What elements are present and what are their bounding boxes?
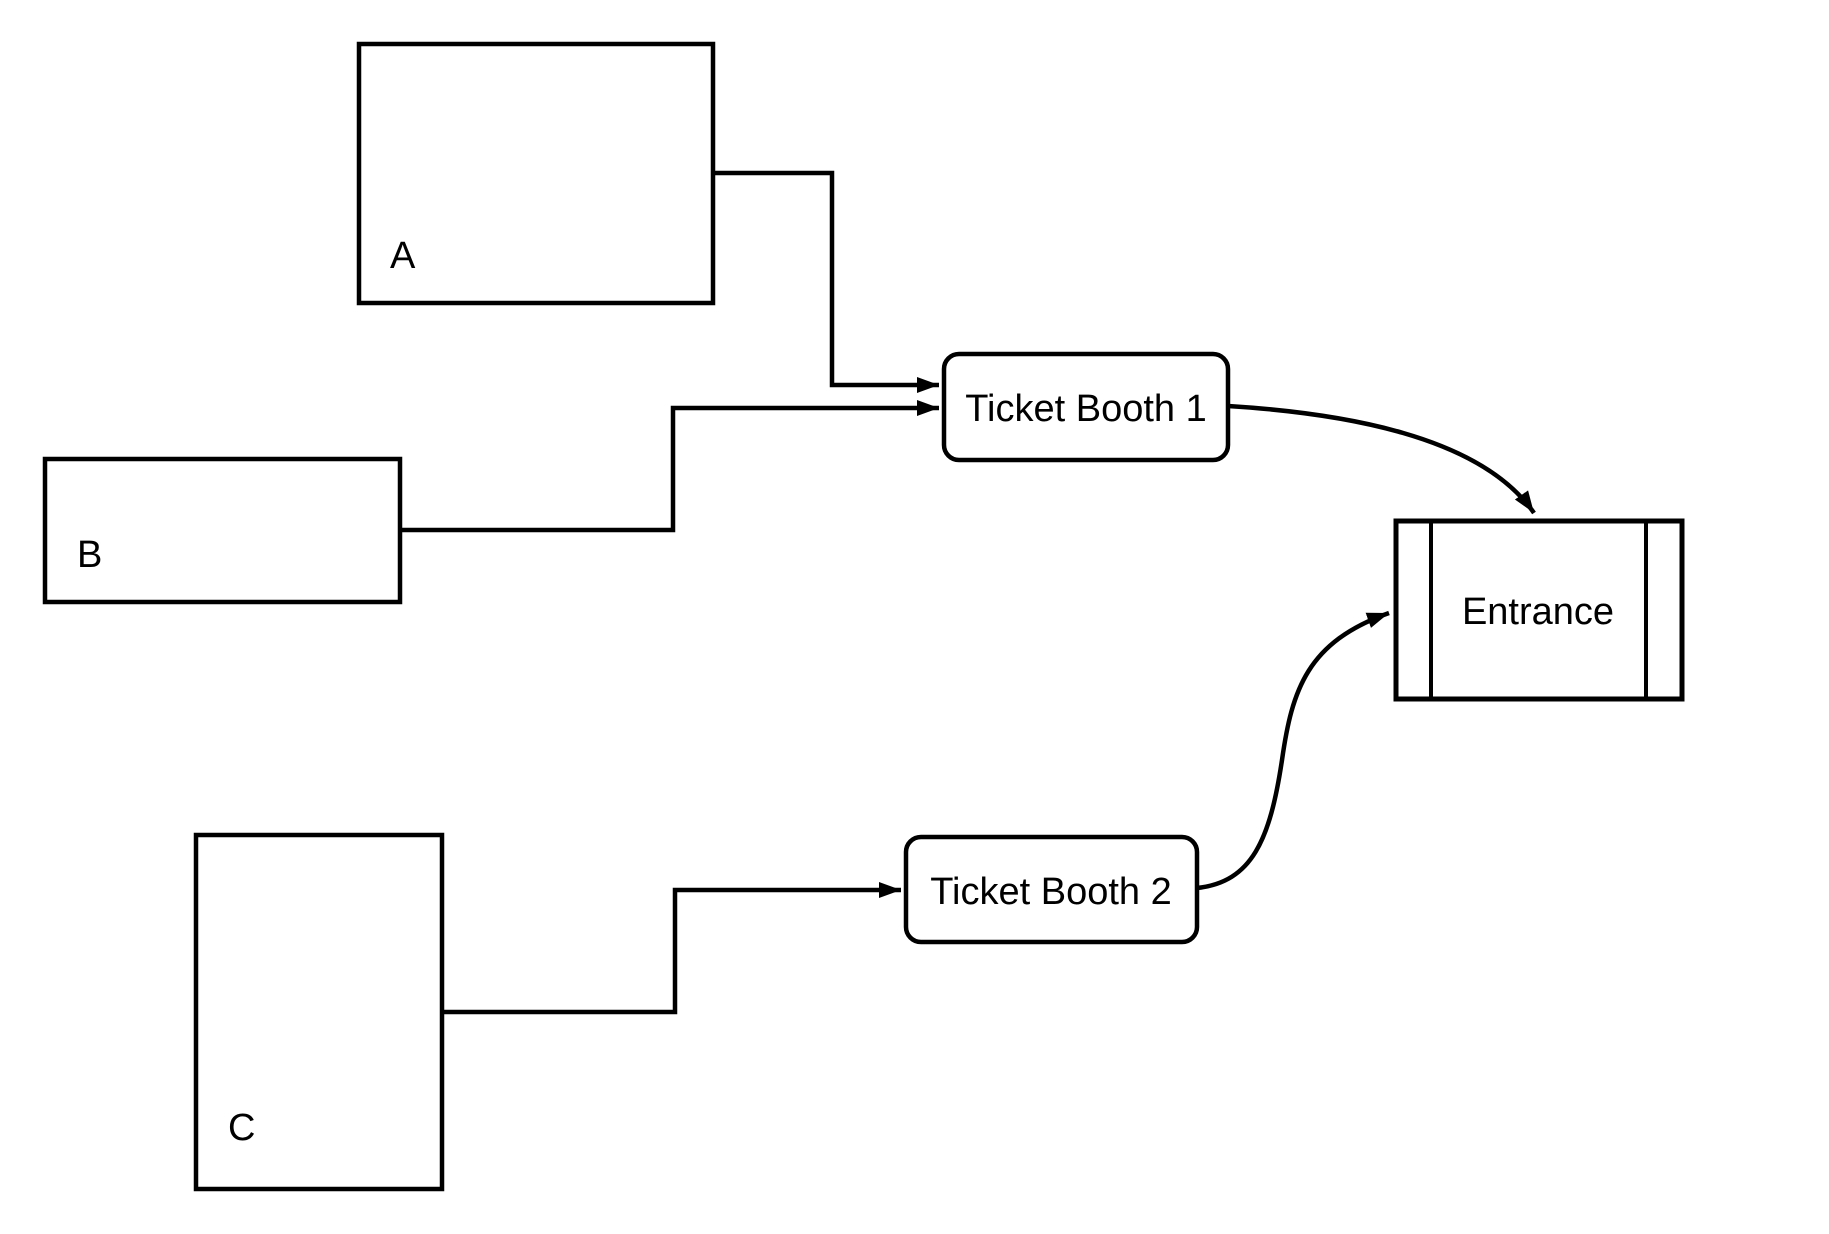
- node-a: A: [356, 41, 716, 306]
- edge-a-to-booth1: [713, 170, 939, 393]
- edge-c-to-booth2: [442, 882, 901, 1015]
- node-a-label: A: [390, 235, 416, 277]
- edge-booth1-to-entrance: [1227, 403, 1536, 515]
- node-ticket-booth-1: Ticket Booth 1: [941, 351, 1231, 463]
- node-ticket-booth-2: Ticket Booth 2: [903, 834, 1200, 945]
- node-b: B: [42, 456, 403, 605]
- edge-b-to-booth1: [400, 400, 939, 533]
- node-entrance: Entrance: [1393, 518, 1685, 702]
- edge-booth2-to-entrance: [1196, 610, 1390, 891]
- ticket-booth-2-label: Ticket Booth 2: [930, 871, 1172, 913]
- node-c: C: [193, 832, 445, 1192]
- ticket-booth-1-label: Ticket Booth 1: [965, 388, 1207, 430]
- entrance-box: [1393, 518, 1685, 702]
- node-c-label: C: [228, 1107, 255, 1149]
- ticket-booth-2-box: [903, 834, 1200, 945]
- ticket-booth-1-box: [941, 351, 1231, 463]
- node-c-box: [193, 832, 445, 1192]
- node-b-box: [42, 456, 403, 605]
- node-a-box: [356, 41, 716, 306]
- entrance-label: Entrance: [1462, 591, 1614, 633]
- node-b-label: B: [77, 534, 102, 576]
